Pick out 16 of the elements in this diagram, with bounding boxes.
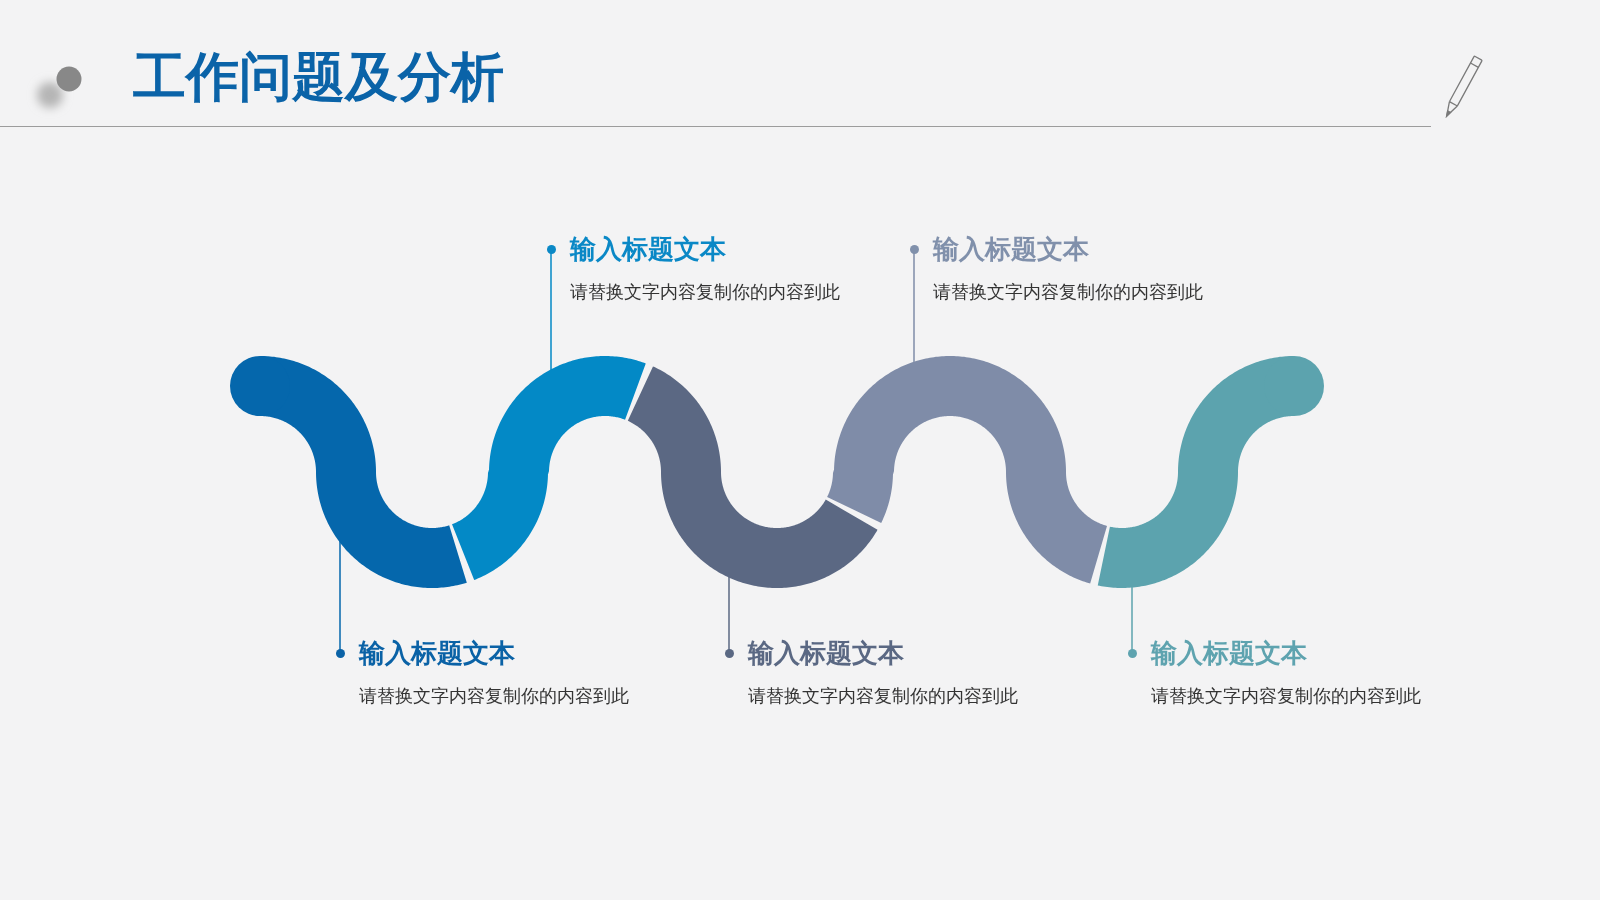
step-description: 请替换文字内容复制你的内容到此 (570, 281, 840, 304)
step-heading: 输入标题文本 (570, 233, 726, 266)
wave-segment (1097, 356, 1324, 588)
wave-segment (230, 356, 467, 588)
step-heading: 输入标题文本 (748, 637, 904, 670)
wave-segment (827, 356, 1107, 584)
step-heading: 输入标题文本 (1151, 637, 1307, 670)
step-heading: 输入标题文本 (933, 233, 1089, 266)
step-heading: 输入标题文本 (359, 637, 515, 670)
wave-segment (627, 366, 878, 588)
step-description: 请替换文字内容复制你的内容到此 (748, 685, 1018, 708)
step-description: 请替换文字内容复制你的内容到此 (1151, 685, 1421, 708)
title: 工作问题及分析 (133, 46, 504, 108)
wave-segment (452, 356, 646, 581)
step-description: 请替换文字内容复制你的内容到此 (933, 281, 1203, 304)
step-description: 请替换文字内容复制你的内容到此 (359, 685, 629, 708)
